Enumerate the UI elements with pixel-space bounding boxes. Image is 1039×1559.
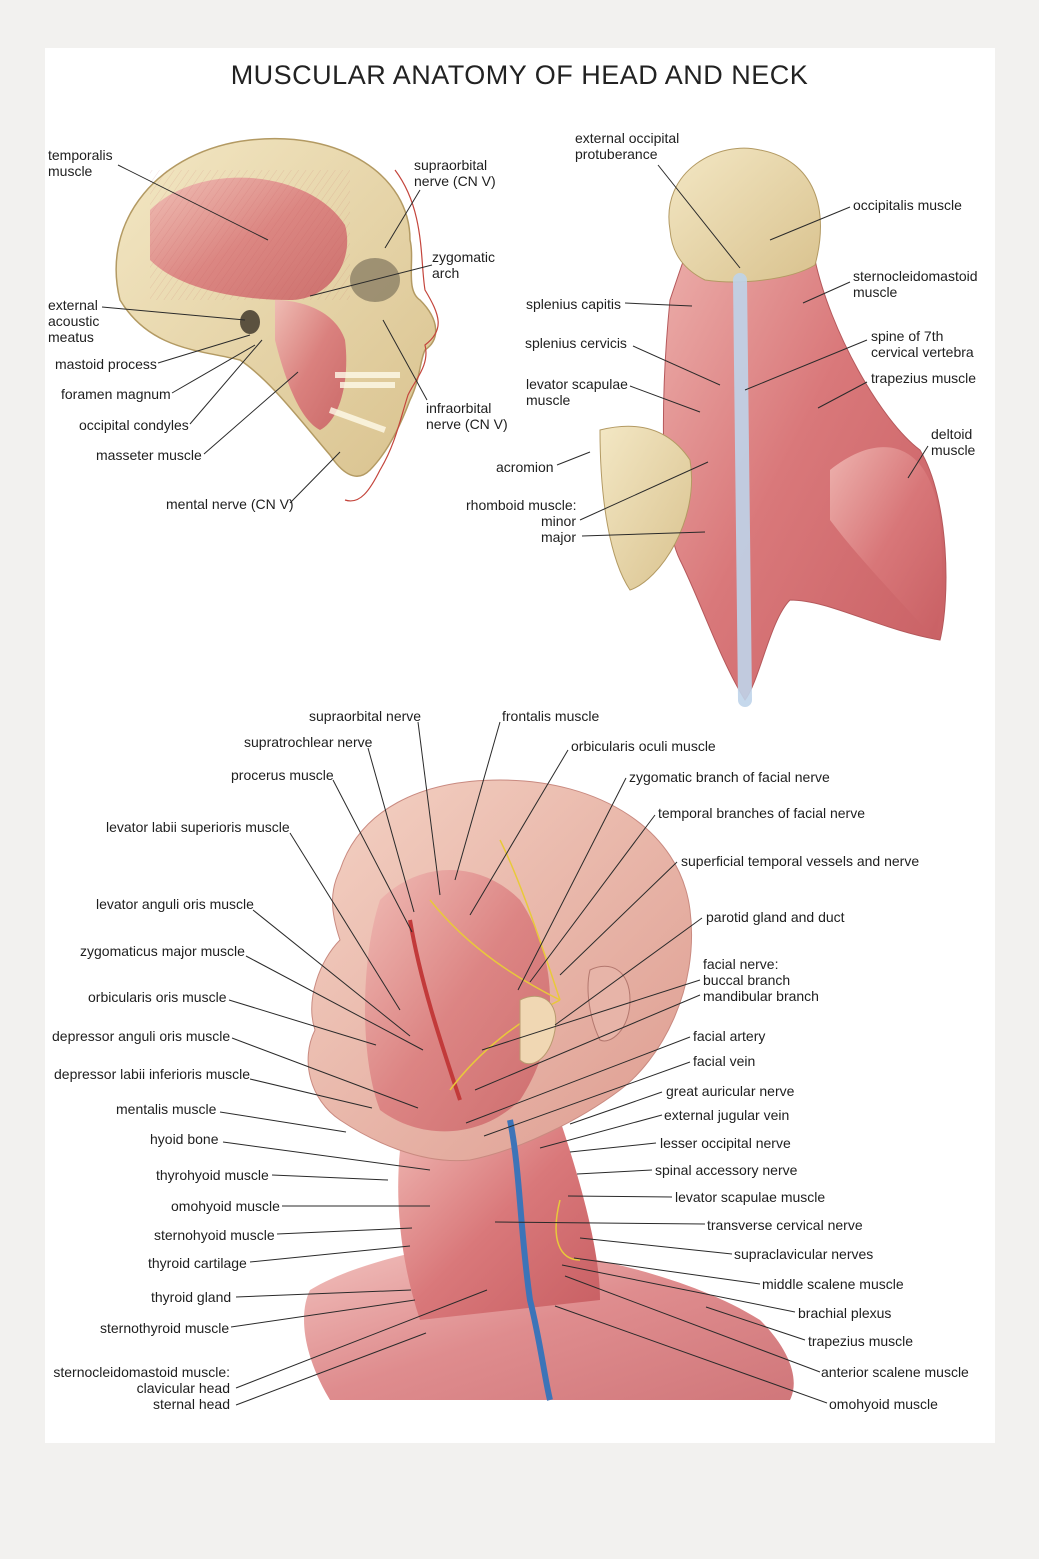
shoulder-deltoid-shape <box>830 447 943 640</box>
label-occipital-condyles: occipital condyles <box>79 417 189 433</box>
posterior-neck-illustration <box>599 147 947 707</box>
label-middle-scalene-muscle: middle scalene muscle <box>762 1276 904 1292</box>
ear-shape <box>587 965 631 1042</box>
label-zygomaticus-major: zygomaticus major muscle <box>80 943 245 959</box>
external-jugular-vein-shape <box>507 1119 553 1401</box>
label-external-jugular-vein: external jugular vein <box>664 1107 790 1123</box>
label-facial-vein: facial vein <box>693 1053 756 1069</box>
facial-vessels-shape <box>408 919 462 1101</box>
label-levator-scapulae-face: levator scapulae muscle <box>675 1189 826 1205</box>
spine-shape <box>733 273 752 707</box>
label-thyroid-cartilage: thyroid cartilage <box>148 1255 247 1271</box>
label-levator-anguli-oris: levator anguli oris muscle <box>96 896 254 912</box>
label-occipitalis-muscle: occipitalis muscle <box>853 197 962 213</box>
facial-nerve-branches <box>429 839 581 1261</box>
label-mastoid-process: mastoid process <box>55 356 157 372</box>
label-levator-labii-superioris: levator labii superioris muscle <box>106 819 290 835</box>
label-temporal-branches-facial-nerve: temporal branches of facial nerve <box>658 805 865 821</box>
label-splenius-cervicis: splenius cervicis <box>525 335 627 351</box>
teeth <box>328 372 400 433</box>
parotid-gland-shape <box>519 995 557 1065</box>
label-trapezius-back: trapezius muscle <box>871 370 977 386</box>
label-orbicularis-oris: orbicularis oris muscle <box>88 989 227 1005</box>
back-skull <box>668 147 821 283</box>
label-supratrochlear-nerve: supratrochlear nerve <box>244 734 373 750</box>
label-trapezius-face: trapezius muscle <box>808 1333 914 1349</box>
label-sternohyoid-muscle: sternohyoid muscle <box>154 1227 275 1243</box>
label-supraorbital-nerve-face: supraorbital nerve <box>309 708 422 724</box>
orbit <box>350 258 400 302</box>
label-great-auricular-nerve: great auricular nerve <box>666 1083 795 1099</box>
label-foramen-magnum: foramen magnum <box>61 386 171 402</box>
skull-lateral-illustration <box>115 138 439 502</box>
label-mentalis-muscle: mentalis muscle <box>116 1101 217 1117</box>
label-omohyoid-muscle-left: omohyoid muscle <box>171 1198 280 1214</box>
label-procerus-muscle: procerus muscle <box>231 767 334 783</box>
label-mental-nerve: mental nerve (CN V) <box>166 496 294 512</box>
label-sternocleidomastoid-heads: sternocleidomastoid muscle:clavicular he… <box>53 1364 230 1412</box>
label-sternothyroid-muscle: sternothyroid muscle <box>100 1320 230 1336</box>
label-thyrohyoid-muscle: thyrohyoid muscle <box>156 1167 269 1183</box>
label-brachial-plexus: brachial plexus <box>798 1305 892 1321</box>
label-facial-artery: facial artery <box>693 1028 766 1044</box>
label-thyroid-gland: thyroid gland <box>151 1289 232 1305</box>
label-orbicularis-oculi: orbicularis oculi muscle <box>571 738 716 754</box>
label-lesser-occipital-nerve: lesser occipital nerve <box>660 1135 791 1151</box>
label-acromion: acromion <box>496 459 554 475</box>
label-depressor-anguli-oris: depressor anguli oris muscle <box>52 1028 231 1044</box>
scapula-shape <box>599 425 692 591</box>
label-frontalis-muscle: frontalis muscle <box>502 708 600 724</box>
neck-shape <box>398 1116 600 1320</box>
label-masseter-muscle: masseter muscle <box>96 447 202 463</box>
label-hyoid-bone: hyoid bone <box>150 1131 219 1147</box>
label-omohyoid-muscle-right: omohyoid muscle <box>829 1396 938 1412</box>
leader-lines <box>101 164 929 1406</box>
label-zygomatic-branch-facial-nerve: zygomatic branch of facial nerve <box>629 769 830 785</box>
chart-title: MUSCULAR ANATOMY OF HEAD AND NECK <box>230 60 809 90</box>
label-supraclavicular-nerves: supraclavicular nerves <box>734 1246 874 1262</box>
label-parotid-gland: parotid gland and duct <box>706 909 845 925</box>
label-superficial-temporal-vessels: superficial temporal vessels and nerve <box>681 853 920 869</box>
face-outline <box>344 169 439 502</box>
label-splenius-capitis: splenius capitis <box>526 296 621 312</box>
external-meatus-shape <box>240 310 260 334</box>
masseter-muscle-shape <box>275 300 347 430</box>
label-transverse-cervical-nerve: transverse cervical nerve <box>707 1217 863 1233</box>
label-anterior-scalene-muscle: anterior scalene muscle <box>821 1364 969 1380</box>
label-spinal-accessory-nerve: spinal accessory nerve <box>655 1162 798 1178</box>
label-depressor-labii-inferioris: depressor labii inferioris muscle <box>54 1066 251 1082</box>
